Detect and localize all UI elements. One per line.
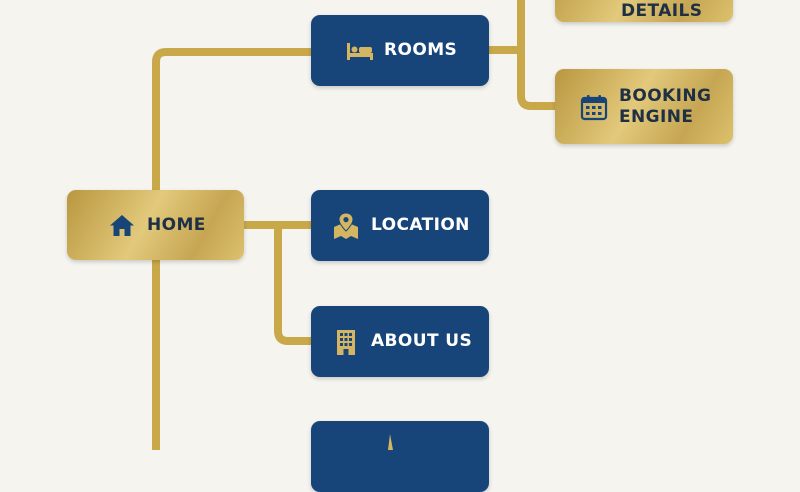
house-icon — [107, 210, 137, 240]
connector-home-rooms — [152, 48, 316, 194]
node-about-us-label: ABOUT US — [371, 331, 473, 351]
partial-icon — [375, 424, 405, 454]
node-booking-engine[interactable]: BOOKING ENGINE — [555, 69, 733, 144]
bed-icon — [344, 36, 374, 66]
node-location[interactable]: LOCATION — [311, 190, 489, 261]
node-details[interactable]: DETAILS — [555, 0, 733, 22]
node-rooms[interactable]: ROOMS — [311, 15, 489, 86]
connector-location-about — [274, 221, 316, 345]
calendar-icon — [579, 92, 609, 122]
node-booking-engine-label: BOOKING ENGINE — [619, 85, 712, 127]
connector-rooms-booking — [517, 36, 560, 110]
node-partial-bottom[interactable] — [311, 421, 489, 492]
node-location-label: LOCATION — [371, 215, 470, 235]
connector-lines — [152, 0, 560, 450]
node-details-label: DETAILS — [621, 0, 703, 21]
node-rooms-label: ROOMS — [384, 40, 458, 60]
node-about-us[interactable]: ABOUT US — [311, 306, 489, 377]
map-pin-icon — [331, 211, 361, 241]
building-icon — [331, 327, 361, 357]
node-home-label: HOME — [147, 214, 206, 235]
node-home[interactable]: HOME — [67, 190, 244, 260]
